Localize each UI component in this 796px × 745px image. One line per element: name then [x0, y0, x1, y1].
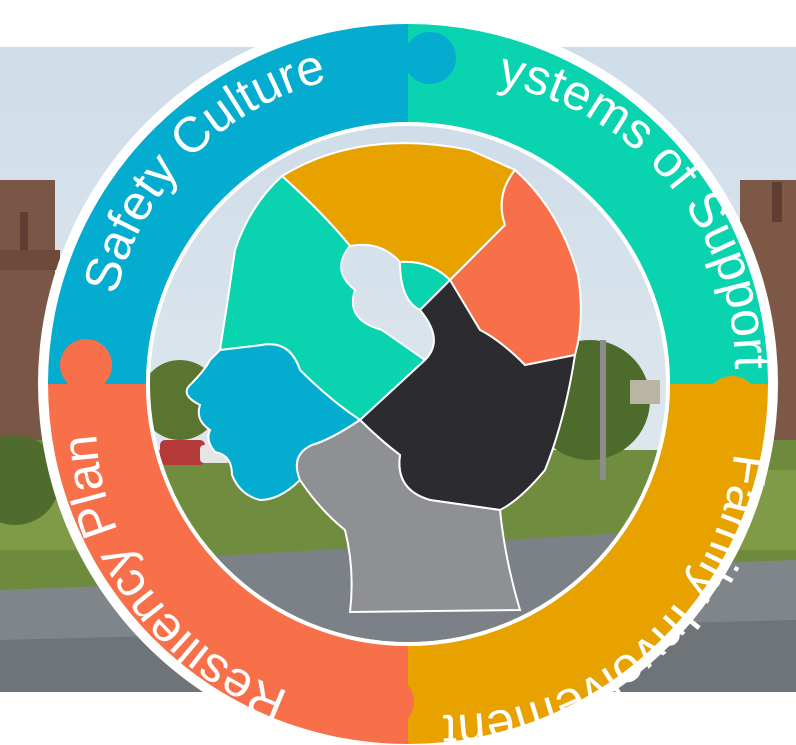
tab-knob-left — [60, 339, 112, 391]
tab-knob-top — [404, 32, 456, 84]
segment-systems-of-supports — [408, 24, 768, 384]
tab-knob-right — [706, 376, 758, 428]
segment-resiliency-plan — [48, 384, 408, 744]
puzzle-head — [185, 142, 582, 614]
segment-safety-culture — [48, 24, 408, 384]
segment-family-involvement — [408, 384, 768, 744]
puzzle-ring — [48, 24, 768, 744]
head-piece-blue — [185, 343, 362, 502]
head-piece-gray — [296, 418, 522, 614]
tab-knob-bottom — [362, 676, 414, 728]
